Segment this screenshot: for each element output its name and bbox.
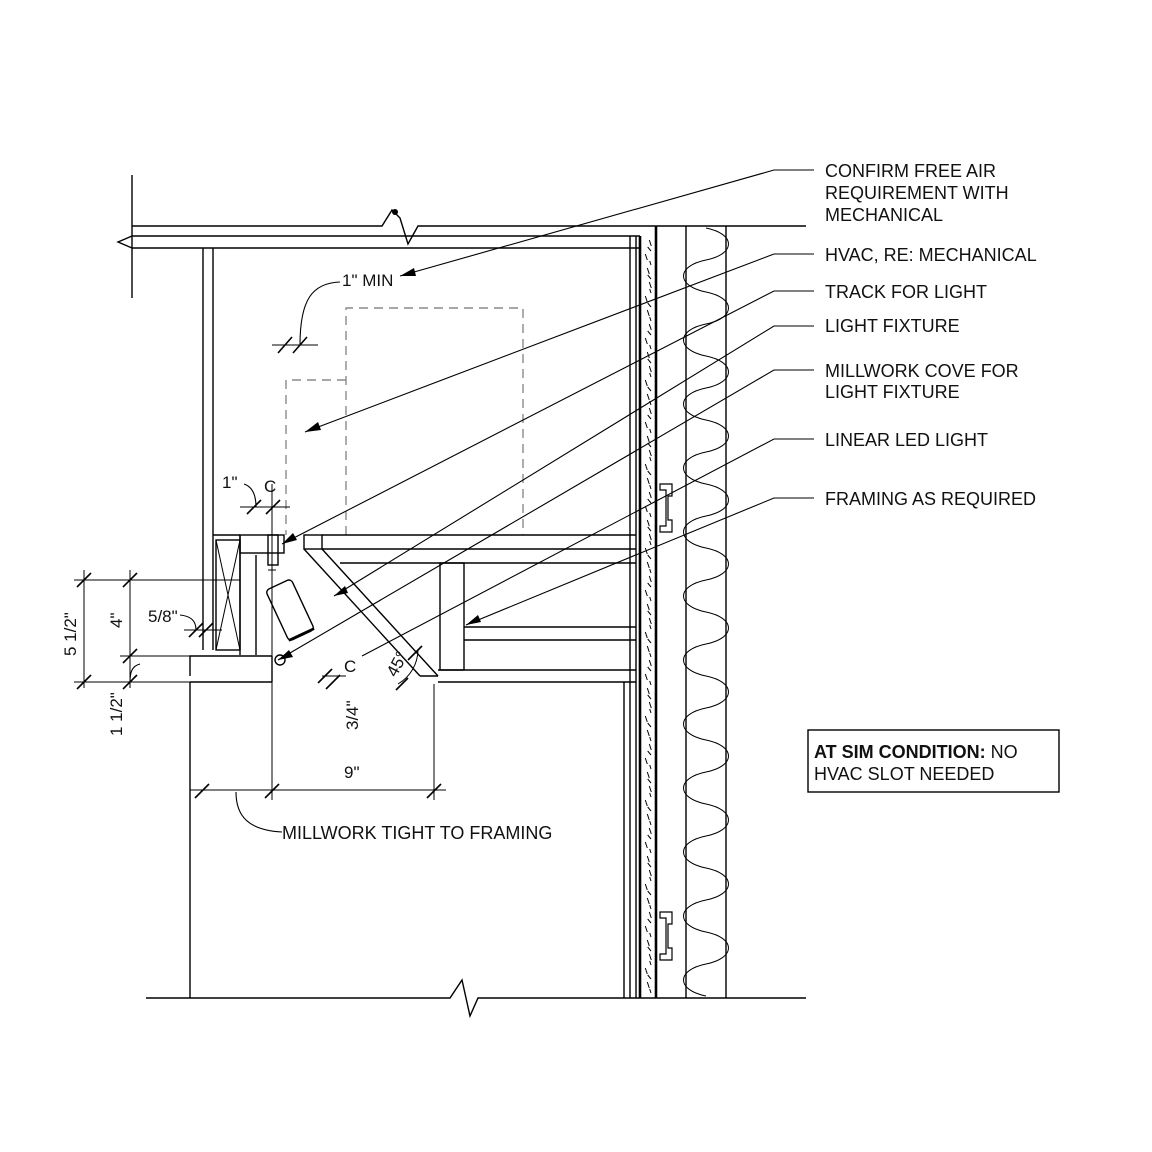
label-cove-2: LIGHT FIXTURE: [825, 382, 960, 402]
label-hvac: HVAC, RE: MECHANICAL: [825, 245, 1037, 265]
dim-five-eighths: 5/8": [148, 607, 178, 626]
dim-four: 4": [107, 613, 126, 629]
label-millwork-tight: MILLWORK TIGHT TO FRAMING: [282, 823, 552, 843]
note-bold: AT SIM CONDITION:: [814, 742, 986, 762]
label-track: TRACK FOR LIGHT: [825, 282, 987, 302]
dim-nine: 9": [344, 763, 360, 782]
lower-millwork: [146, 682, 806, 1019]
note-rest: NO: [986, 742, 1018, 762]
sim-condition-note: AT SIM CONDITION: NO HVAC SLOT NEEDED: [807, 729, 1060, 793]
callout-labels: CONFIRM FREE AIR REQUIREMENT WITH MECHAN…: [282, 161, 1037, 843]
leaders: [235, 169, 814, 833]
dim-forty-five: 45°: [383, 648, 412, 680]
centerline-mark-lower: C: [344, 657, 356, 676]
light-fixture: [266, 579, 315, 642]
label-fixture: LIGHT FIXTURE: [825, 316, 960, 336]
dim-three-quarter: 3/4": [343, 700, 362, 730]
millwork-cove: [189, 534, 636, 683]
centerline-mark-upper: C: [264, 477, 276, 496]
soffit-framing: [202, 248, 257, 655]
dim-one-inch: 1": [222, 473, 238, 492]
label-cove-1: MILLWORK COVE FOR: [825, 361, 1019, 381]
label-free-air-1: CONFIRM FREE AIR: [825, 161, 996, 181]
label-framing: FRAMING AS REQUIRED: [825, 489, 1036, 509]
dim-one-half: 1 1/2": [107, 692, 126, 736]
wall-stud-upper: [659, 483, 673, 533]
ceiling-assembly: [116, 175, 806, 298]
hvac-duct: [285, 307, 524, 535]
framing-box: [340, 562, 636, 671]
label-free-air-2: REQUIREMENT WITH: [825, 183, 1009, 203]
dim-five-half: 5 1/2": [61, 612, 80, 656]
exterior-wall: [629, 226, 729, 998]
svg-text:AT SIM CONDITION: NO: AT SIM CONDITION: NO: [814, 742, 1018, 762]
wall-stud-lower: [659, 911, 673, 961]
dim-one-min: 1" MIN: [342, 271, 393, 290]
light-track: [239, 534, 285, 580]
label-led: LINEAR LED LIGHT: [825, 430, 988, 450]
note-line2: HVAC SLOT NEEDED: [814, 764, 994, 784]
label-free-air-3: MECHANICAL: [825, 205, 943, 225]
